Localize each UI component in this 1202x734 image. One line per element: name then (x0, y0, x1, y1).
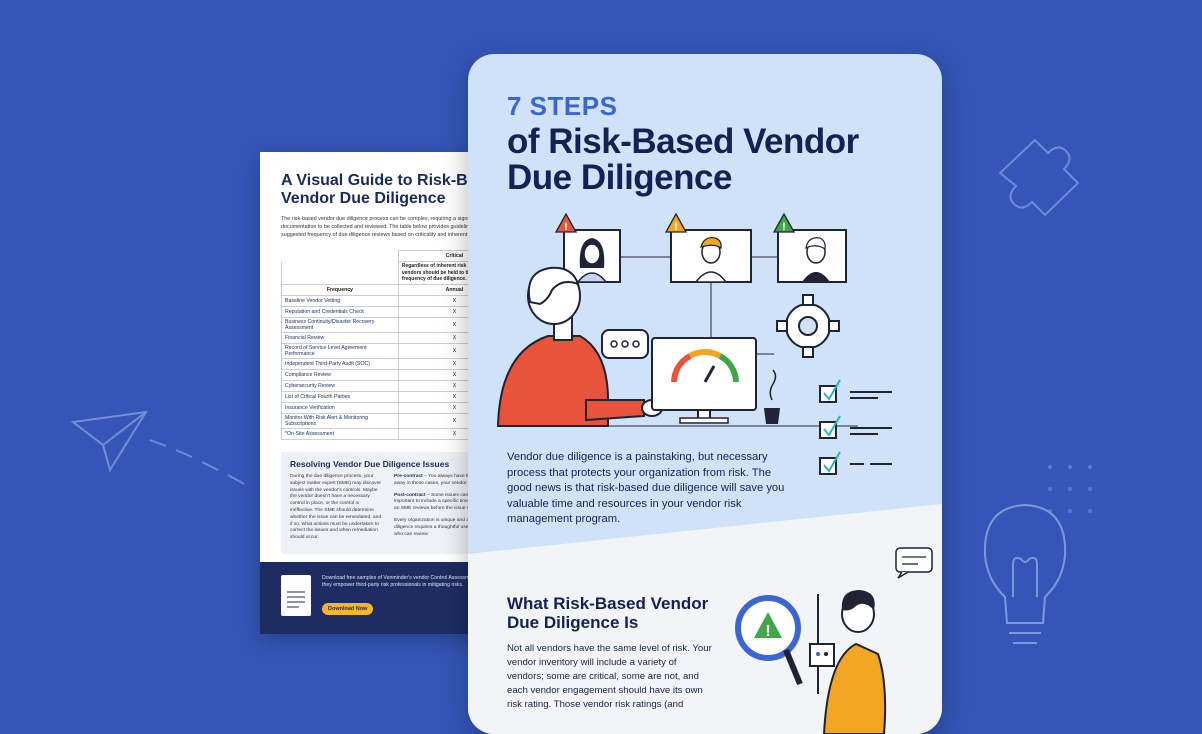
alert-triangle-icon: ! ! ! (554, 212, 796, 233)
seven-steps-card: ! ! ! (468, 54, 942, 734)
chat-bubble-icon (601, 329, 649, 359)
frequency-header: Frequency (281, 283, 399, 296)
pre-contract-label: Pre-contract (394, 474, 423, 479)
pre-contract-text: – You always have the option to walk awa… (394, 474, 505, 486)
steps-kicker: 7 STEPS (507, 91, 618, 121)
mug-icon (764, 369, 780, 424)
paper-plane-icon (70, 410, 245, 485)
lightbulb-icon (983, 465, 1092, 644)
guide-intro: The risk-based vendor due diligence proc… (281, 216, 507, 238)
resolving-heading: Resolving Vendor Due Diligence Issues (290, 459, 450, 469)
person-at-computer (496, 266, 663, 427)
svg-text:!: ! (674, 221, 678, 233)
resolving-closing: Every organization is unique and a risk-… (394, 517, 508, 537)
checkbox-icon (819, 379, 892, 475)
puzzle-piece-icon (998, 138, 1080, 217)
table-row: Record of Service Level Agreement Perfor… (281, 342, 512, 359)
gauge-monitor (651, 337, 757, 424)
intro-paragraph: Vendor due diligence is a painstaking, b… (507, 451, 785, 525)
svg-text:!: ! (765, 623, 770, 640)
guide-title: A Visual Guide to Risk-Based Vendor Due … (281, 172, 505, 207)
download-now-button[interactable]: Download Now (322, 603, 374, 615)
gear-icon (776, 294, 840, 358)
page-title: of Risk-Based Vendor Due Diligence (507, 122, 859, 197)
section-paragraph: Not all vendors have the same level of r… (507, 643, 712, 710)
message-icon (895, 547, 933, 579)
card-illustration: ! ! ! (468, 212, 942, 734)
footer-text: Download free samples of Venminder's ven… (322, 575, 511, 588)
svg-text:!: ! (782, 221, 786, 233)
document-icon (281, 575, 311, 616)
svg-text:!: ! (564, 221, 568, 233)
section-heading: What Risk-Based Vendor Due Diligence Is (507, 594, 709, 632)
post-contract-label: Post-contract (394, 492, 426, 498)
resolving-col1: During the due diligence process, your s… (290, 474, 382, 541)
video-call-frames (563, 229, 847, 283)
